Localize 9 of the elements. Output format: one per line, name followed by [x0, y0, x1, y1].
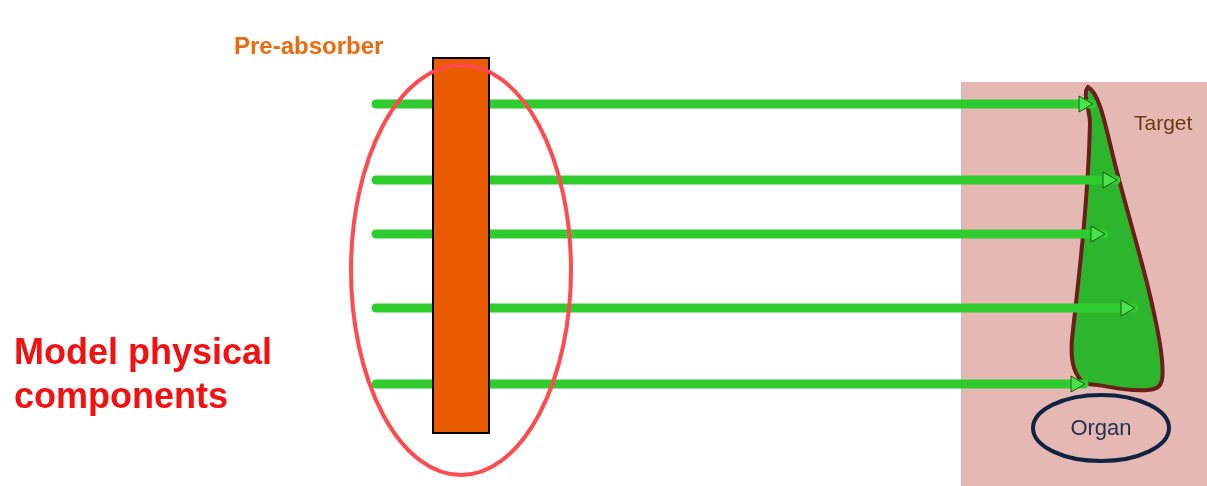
beam-arrow [371, 95, 1097, 113]
organ-label: Organ [1070, 415, 1132, 441]
component-label: Pre-absorber [234, 32, 384, 60]
beam-arrow [371, 375, 1089, 393]
target-label: Target [1134, 111, 1193, 135]
beam-arrow [371, 225, 1109, 243]
beam-arrow [371, 299, 1139, 317]
heading-text: Model physical components [14, 330, 274, 418]
beam-arrow [371, 171, 1121, 189]
